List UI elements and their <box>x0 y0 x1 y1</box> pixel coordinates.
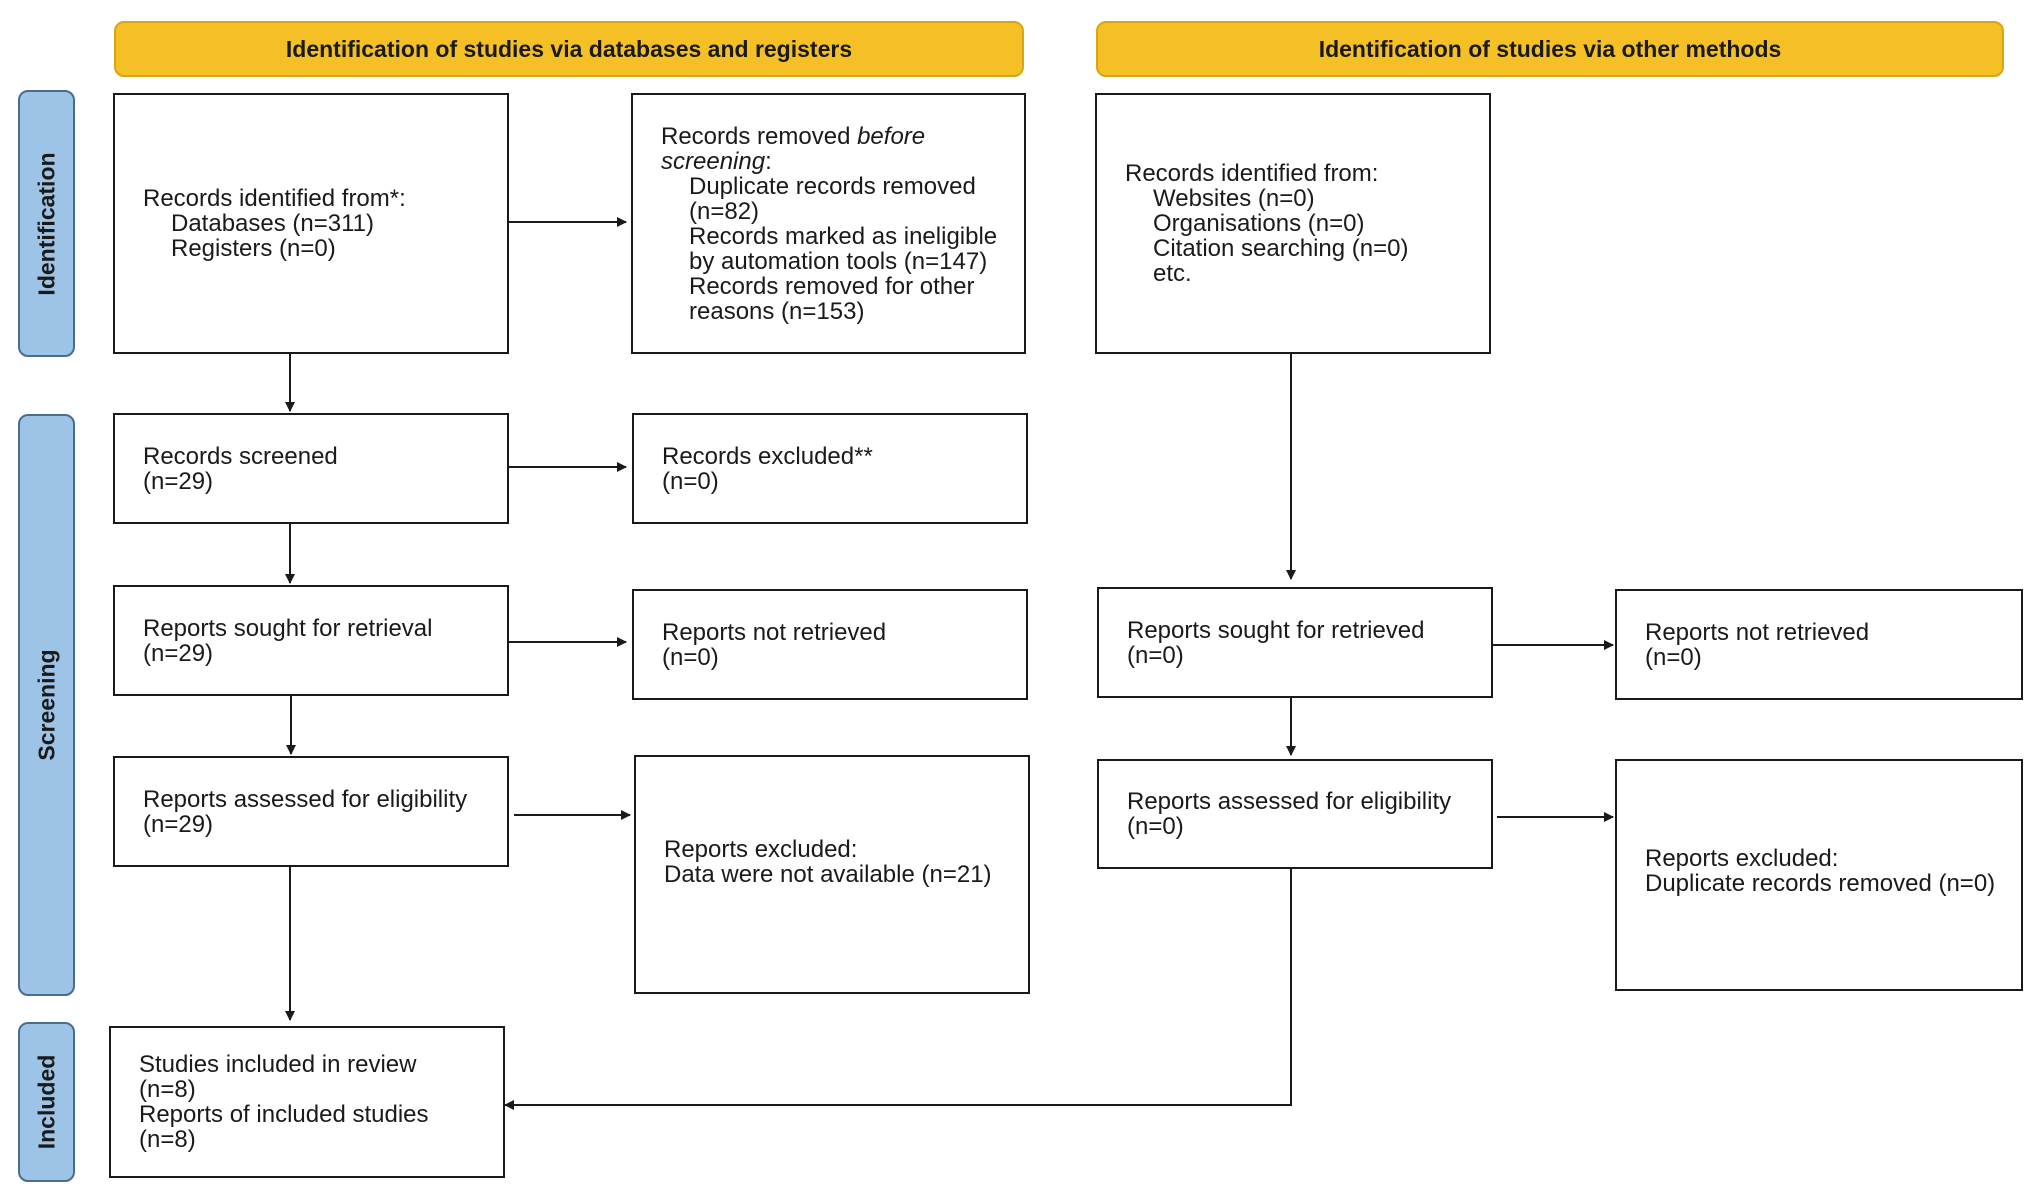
records-identified-databases: Databases (n=311) <box>171 210 375 237</box>
records-identified-registers: Registers (n=0) <box>171 235 336 262</box>
reports-excluded-title: Reports excluded: <box>664 836 858 863</box>
phase-screening: Screening <box>18 414 75 996</box>
reports-assessed-count: (n=29) <box>143 810 214 838</box>
box-reports-sought: Reports sought for retrieval (n=29) <box>113 585 509 696</box>
records-removed-title-cont: screening: <box>661 147 772 175</box>
box-other-reports-sought: Reports sought for retrieved (n=0) <box>1097 587 1493 698</box>
box-reports-assessed: Reports assessed for eligibility (n=29) <box>113 756 509 867</box>
other-identified-title: Records identified from: <box>1125 160 1379 187</box>
ineligible-line2: by automation tools (n=147) <box>689 247 988 275</box>
reports-not-retrieved-count: (n=0) <box>662 643 719 671</box>
ineligible-line1: Records marked as ineligible <box>689 222 998 250</box>
box-records-screened: Records screened (n=29) <box>113 413 509 524</box>
records-removed-title: Records removed before <box>661 122 926 150</box>
reports-included-count: (n=8) <box>139 1126 196 1153</box>
other-reports-sought-title: Reports sought for retrieved <box>1127 616 1425 644</box>
records-screened-count: (n=29) <box>143 467 214 495</box>
reports-excluded-reason: Data were not available (n=21) <box>664 861 992 888</box>
other-reports-sought-count: (n=0) <box>1127 641 1184 669</box>
reports-sought-count: (n=29) <box>143 639 214 667</box>
other-reports-excluded-title: Reports excluded: <box>1645 845 1839 872</box>
box-records-removed: Records removed before screening: Duplic… <box>631 93 1026 354</box>
duplicates-removed-line1: Duplicate records removed <box>689 172 976 200</box>
other-identified-websites: Websites (n=0) <box>1153 185 1315 212</box>
header-databases-registers: Identification of studies via databases … <box>114 21 1024 77</box>
arrow-other-assessed-to-included <box>504 869 1292 1110</box>
other-reasons-line1: Records removed for other <box>689 272 975 300</box>
records-excluded-count: (n=0) <box>662 467 719 495</box>
studies-included-count: (n=8) <box>139 1076 196 1103</box>
phase-identification: Identification <box>18 90 75 357</box>
records-screened-title: Records screened <box>143 442 338 470</box>
reports-included-title: Reports of included studies <box>139 1101 429 1128</box>
box-other-reports-excluded: Reports excluded: Duplicate records remo… <box>1615 759 2023 991</box>
reports-assessed-title: Reports assessed for eligibility <box>143 785 468 813</box>
other-identified-etc: etc. <box>1153 260 1192 287</box>
duplicates-removed-line2: (n=82) <box>689 197 760 225</box>
phase-included: Included <box>18 1022 75 1182</box>
other-not-retrieved-count: (n=0) <box>1645 643 1702 671</box>
other-identified-citation: Citation searching (n=0) <box>1153 235 1409 262</box>
other-identified-organisations: Organisations (n=0) <box>1153 210 1365 237</box>
other-reports-assessed-count: (n=0) <box>1127 813 1184 840</box>
box-reports-excluded: Reports excluded: Data were not availabl… <box>634 755 1030 994</box>
other-reports-assessed-title: Reports assessed for eligibility <box>1127 788 1452 815</box>
box-records-excluded: Records excluded** (n=0) <box>632 413 1028 524</box>
box-reports-not-retrieved: Reports not retrieved (n=0) <box>632 589 1028 700</box>
reports-not-retrieved-title: Reports not retrieved <box>662 618 887 646</box>
other-reports-excluded-reason: Duplicate records removed (n=0) <box>1645 870 1996 897</box>
box-other-reports-not-retrieved: Reports not retrieved (n=0) <box>1615 589 2023 700</box>
reports-sought-title: Reports sought for retrieval <box>143 614 433 642</box>
header-other-methods: Identification of studies via other meth… <box>1096 21 2004 77</box>
studies-included-title: Studies included in review <box>139 1051 417 1078</box>
box-studies-included: Studies included in review (n=8) Reports… <box>109 1026 505 1178</box>
records-identified-title: Records identified from*: <box>143 185 406 212</box>
box-records-identified: Records identified from*: Databases (n=3… <box>113 93 509 354</box>
records-excluded-title: Records excluded** <box>662 442 873 470</box>
other-reasons-line2: reasons (n=153) <box>689 297 865 325</box>
box-other-records-identified: Records identified from: Websites (n=0) … <box>1095 93 1491 354</box>
other-not-retrieved-title: Reports not retrieved <box>1645 618 1870 646</box>
box-other-reports-assessed: Reports assessed for eligibility (n=0) <box>1097 759 1493 869</box>
